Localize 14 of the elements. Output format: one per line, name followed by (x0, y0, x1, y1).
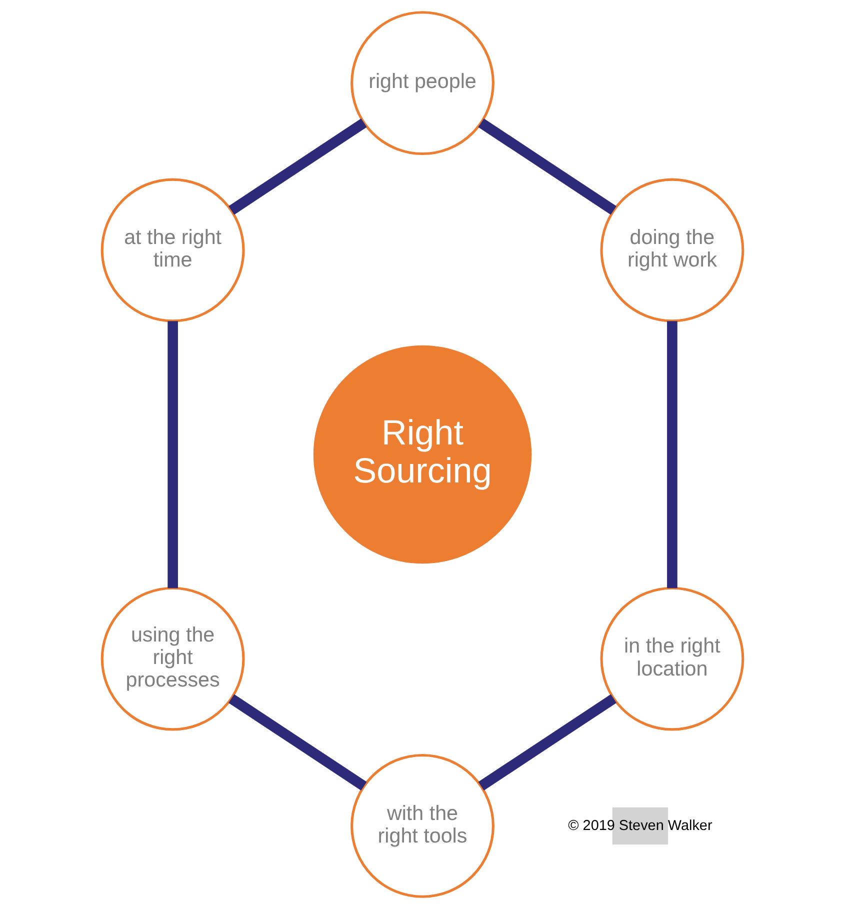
node-circle: doing the right work (600, 178, 744, 322)
label: © 2019 Steven Walker (568, 818, 712, 834)
node-circle: Right Sourcing (313, 345, 532, 564)
node-circle: right people (350, 11, 494, 156)
connector (478, 118, 616, 215)
connector (478, 694, 616, 790)
connector (667, 321, 678, 588)
node-circle: in the right location (600, 586, 744, 731)
node-circle: at the right time (100, 178, 245, 322)
connector (168, 321, 178, 588)
connector (228, 118, 367, 215)
node-circle: using the right processes (100, 586, 245, 731)
node-circle: with the right tools (350, 754, 494, 898)
connector (228, 694, 367, 790)
